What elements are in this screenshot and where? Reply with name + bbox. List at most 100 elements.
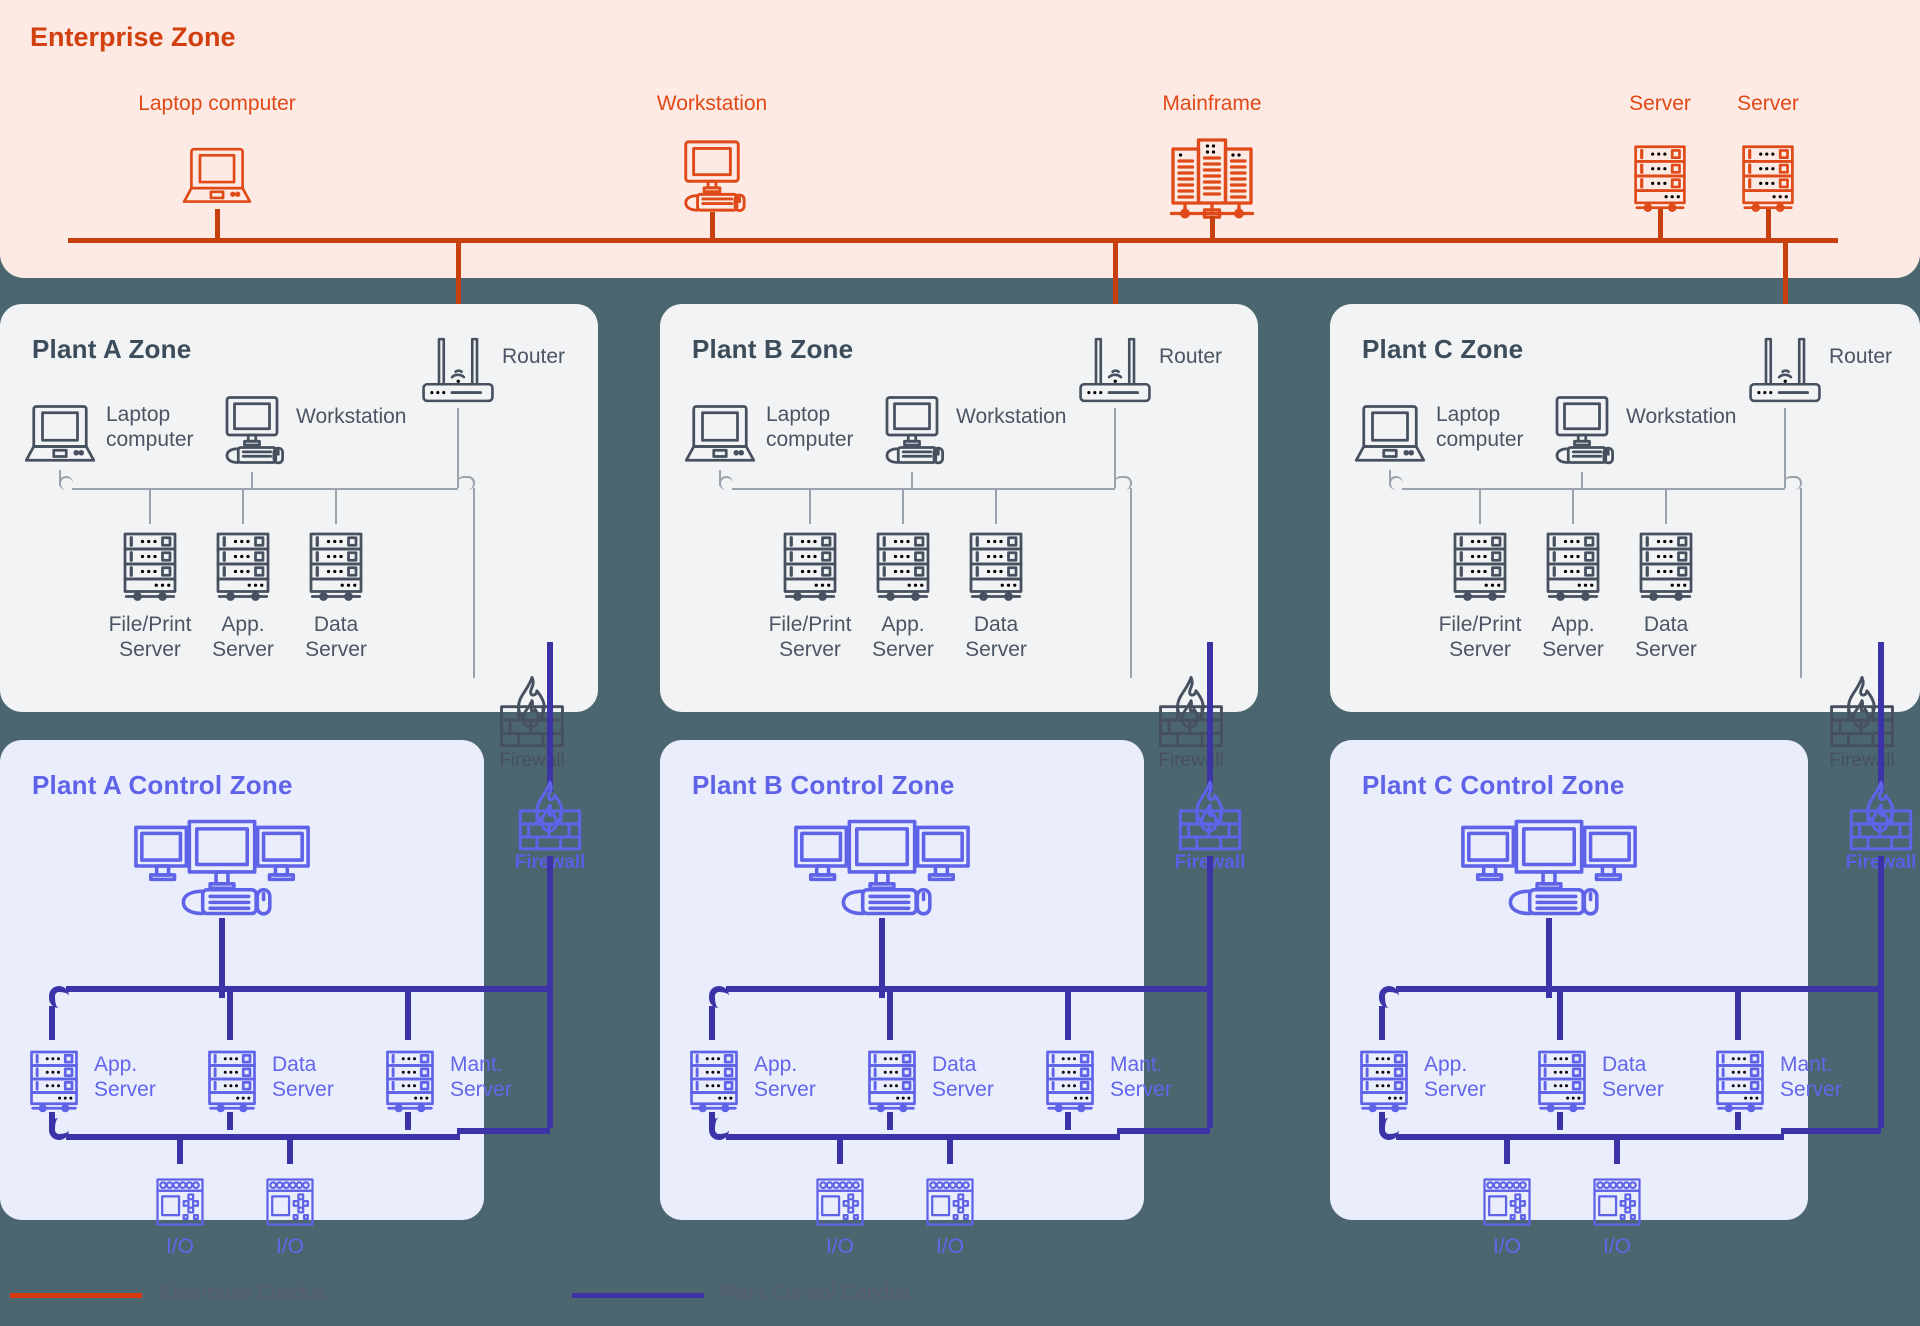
server-label: Data Server [1635,613,1697,661]
firewall-icon [493,675,571,753]
server-rack-icon [1533,522,1613,606]
control-zone-title: Plant B Control Zone [692,770,955,800]
enterprise-zone-title: Enterprise Zone [30,22,236,52]
server-rack-icon [1348,1040,1420,1118]
enterprise-bus [68,238,1838,243]
server-label: App. Server [1424,1053,1486,1101]
upper-bus-left-drop [709,1006,715,1040]
firewall-trunk-lower [1878,856,1884,1128]
server-drop [1479,488,1481,524]
firewall-trunk-lower [1207,856,1213,1128]
lower-bus [726,1134,1120,1140]
control-zone-title: Plant C Control Zone [1362,770,1625,800]
lower-bus [1396,1134,1784,1140]
server-label: Data Server [305,613,367,661]
triple-monitor-console-icon [127,812,317,920]
firewall-icon [1152,675,1230,753]
enterprise-to-router-conduit [1783,238,1788,360]
server-label: Mant. Server [450,1053,512,1101]
firewall-icon [1172,780,1248,856]
workstation-label: Workstation [956,405,1067,428]
server-label: App. Server [872,613,934,661]
bus-left-elbow [59,476,73,490]
server-label: File/Print Server [1438,613,1522,661]
io-module-icon [150,1172,210,1232]
firewall-icon [1823,675,1901,753]
enterprise-drop [215,209,220,240]
laptop-icon [178,135,256,217]
server-label: App. Server [212,613,274,661]
enterprise-to-router-conduit [456,238,461,360]
server-drop [149,488,151,524]
router-icon [1073,332,1157,408]
enterprise-drop [1658,209,1663,240]
firewall-link [1130,488,1132,678]
bus-right-elbow [1784,476,1802,490]
server-drop [242,488,244,524]
server-drop [902,488,904,524]
server-rack-icon [1440,522,1520,606]
firewall-upper-link [1117,986,1210,992]
server-rack-icon [374,1040,446,1118]
io-module-icon [920,1172,980,1232]
server-label: File/Print Server [108,613,192,661]
firewall-label: Firewall [1829,750,1895,771]
server-rack-icon [1526,1040,1598,1118]
upper-bus [1396,986,1784,992]
plant-zone-title: Plant B Zone [692,334,854,364]
server-rack-icon [1626,522,1706,606]
plant-zone-title: Plant A Zone [32,334,192,364]
server-label: File/Print Server [768,613,852,661]
legend: Enterprise Conduit Plant Control Conduit [0,1266,1920,1326]
firewall-lower-link [1781,1128,1881,1134]
server-up-drop [1735,986,1741,1040]
firewall-trunk-lower [547,856,553,1128]
enterprise-node-label: Mainframe [1162,92,1262,115]
io-module-icon [260,1172,320,1232]
io-label: I/O [165,1235,194,1258]
server-rack-icon [956,522,1036,606]
laptop-label: Laptop computer [766,403,854,451]
firewall-label: Firewall [1829,852,1920,874]
server-rack-icon [678,1040,750,1118]
server-drop [335,488,337,524]
server-rack-icon [1729,135,1807,217]
laptop-icon [1348,394,1432,474]
router-drop [1114,408,1116,488]
server-drop [1665,488,1667,524]
workstation-label: Workstation [296,405,407,428]
io-drop [1614,1134,1620,1164]
io-drop [287,1134,293,1164]
upper-bus-left-elbow [49,986,69,1008]
router-icon [1743,332,1827,408]
firewall-link [473,488,475,678]
hmi-drop [1546,918,1552,998]
enterprise-node-label: Server [1737,92,1799,115]
server-up-drop [405,986,411,1040]
server-rack-icon [770,522,850,606]
legend-label: Enterprise Conduit [160,1282,326,1304]
server-rack-icon [863,522,943,606]
firewall-label: Firewall [1158,750,1224,771]
io-drop [837,1134,843,1164]
workstation-icon [872,384,952,476]
server-label: Data Server [965,613,1027,661]
server-drop [995,488,997,524]
router-label: Router [502,345,566,368]
upper-bus-left-drop [1379,1006,1385,1040]
client-drop [251,472,253,489]
bus-right-elbow [457,476,475,490]
legend-label: Plant Control Conduit [720,1282,911,1304]
server-rack-icon [296,522,376,606]
firewall-trunk-upper [547,642,553,792]
server-drop [1572,488,1574,524]
triple-monitor-console-icon [787,812,977,920]
server-label: Data Server [1602,1053,1664,1101]
server-label: App. Server [1542,613,1604,661]
firewall-trunk-upper [1878,642,1884,792]
bus-right-elbow [1114,476,1132,490]
